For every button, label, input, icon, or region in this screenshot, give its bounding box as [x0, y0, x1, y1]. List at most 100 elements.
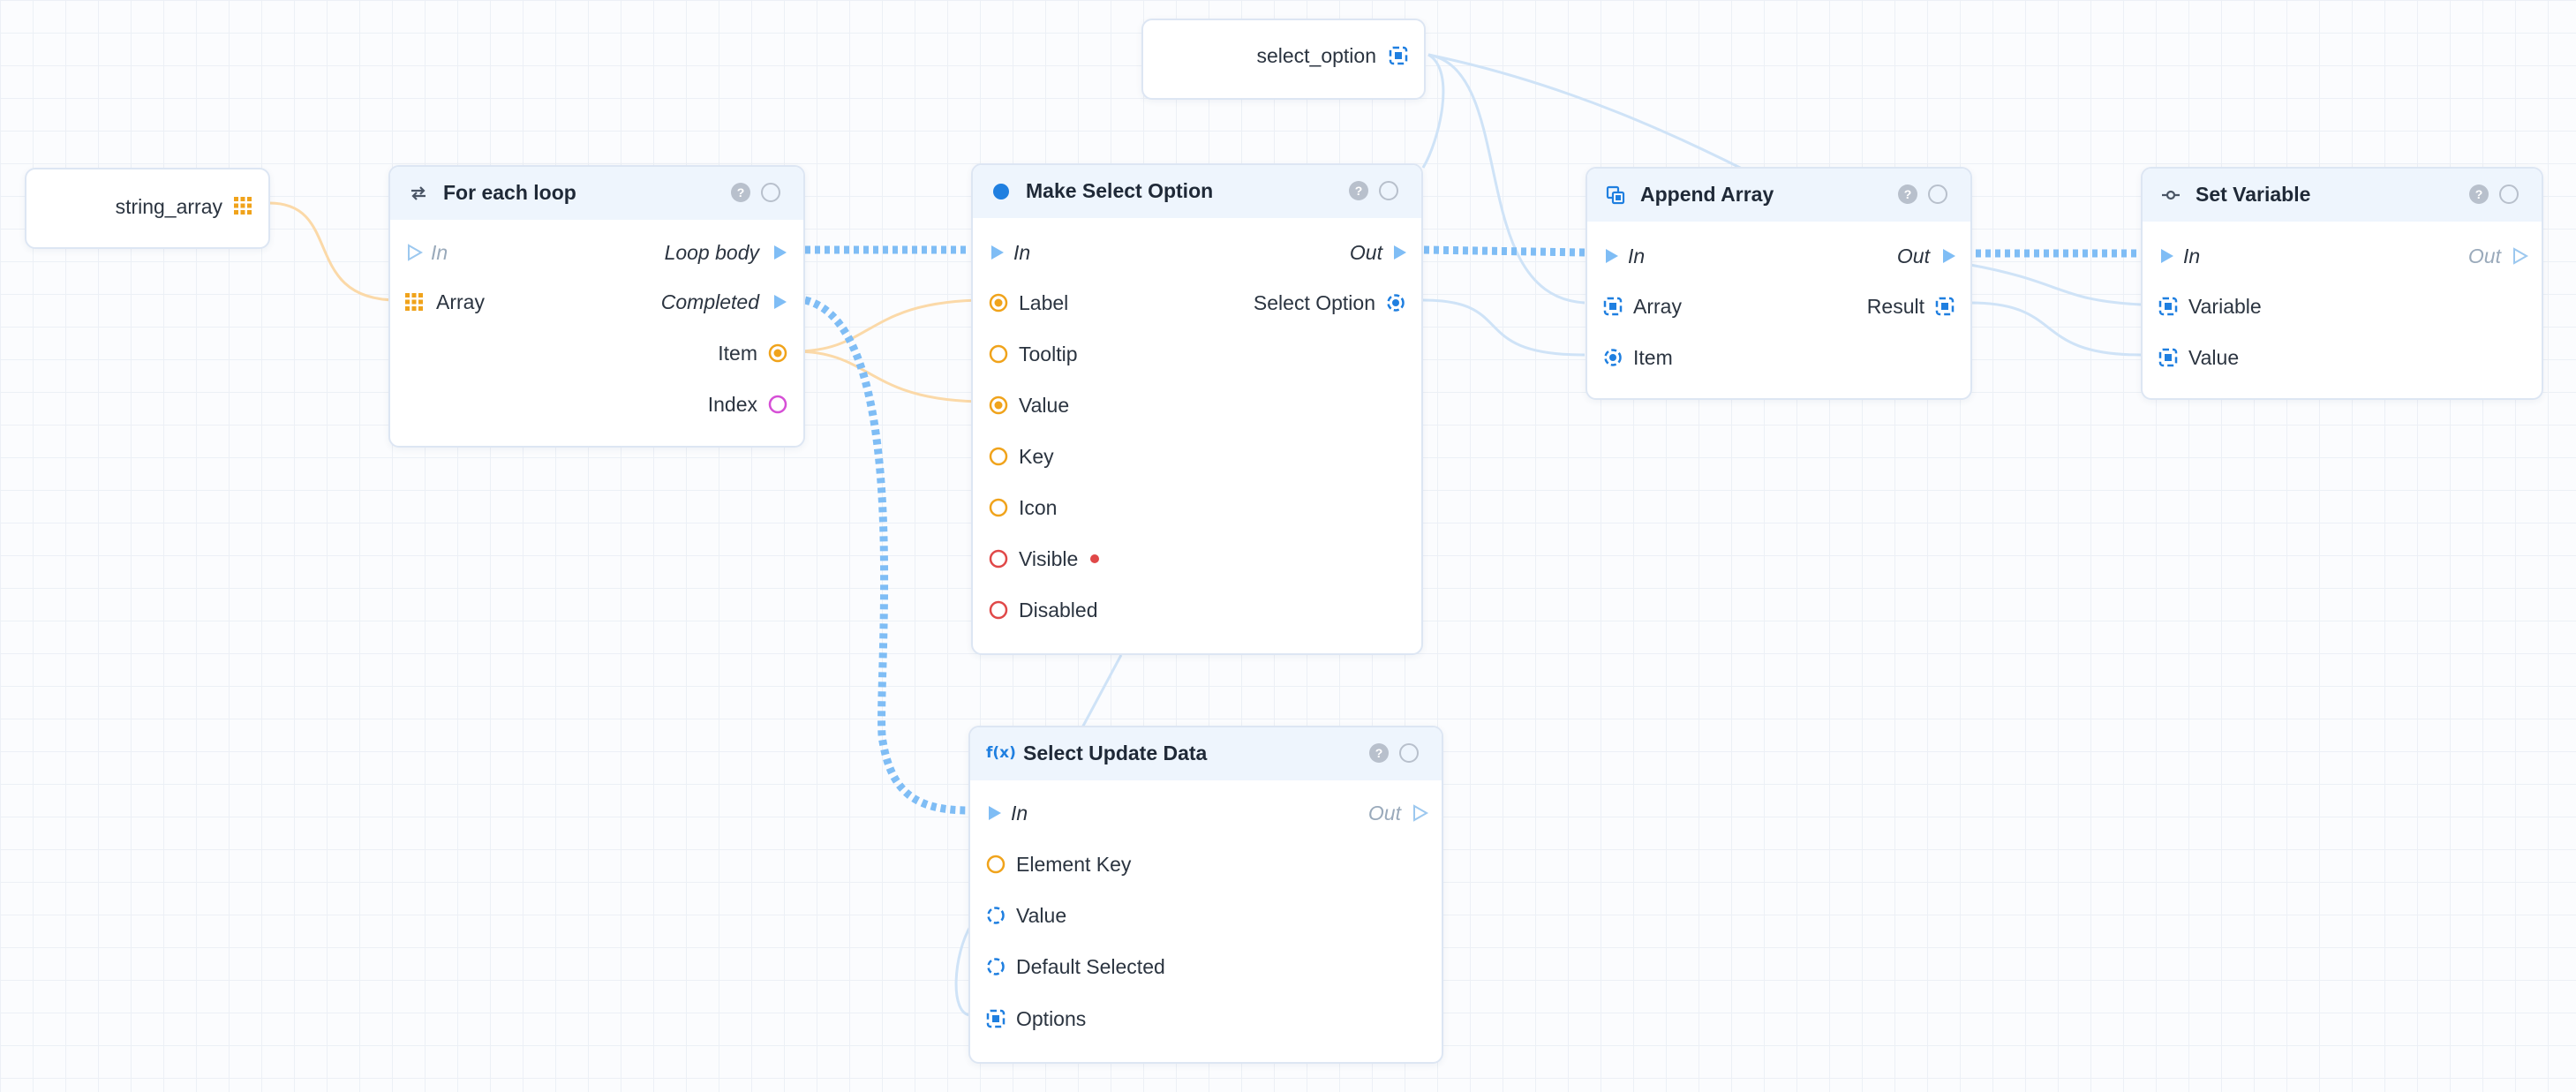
pin-label-label: Label — [1019, 291, 1069, 314]
node-header[interactable]: Append Array ? — [1587, 169, 1970, 222]
pin-label-disabled: Disabled — [1019, 599, 1098, 621]
comment-icon[interactable] — [2499, 185, 2519, 204]
node-title: For each loop — [443, 181, 576, 204]
struct-icon[interactable] — [1389, 46, 1408, 65]
pin-label-value: Value — [1016, 904, 1067, 927]
struct-array-pin-icon[interactable] — [1935, 297, 1955, 316]
exec-in-pin-icon[interactable] — [987, 243, 1006, 262]
exec-out-pin-icon[interactable] — [770, 292, 789, 312]
wire-select-option-to-append-array — [1427, 53, 1586, 305]
help-icon[interactable]: ? — [2469, 185, 2489, 204]
string-pin-icon[interactable] — [989, 498, 1008, 517]
exec-in-pin-icon[interactable] — [404, 243, 424, 262]
loop-icon — [411, 186, 426, 200]
variable-node-string-array[interactable]: string_array — [25, 168, 270, 249]
exec-in-pin-icon[interactable] — [2157, 246, 2176, 266]
pin-label-icon: Icon — [1019, 496, 1058, 519]
struct-array-pin-icon[interactable] — [2158, 297, 2178, 316]
wire-append-result-to-set-value — [1970, 301, 2142, 357]
help-icon[interactable]: ? — [1898, 185, 1917, 204]
pin-label-tooltip: Tooltip — [1019, 343, 1078, 365]
array-grid-icon[interactable] — [233, 196, 252, 215]
set-variable-icon — [2162, 190, 2180, 200]
pin-label-array: Array — [1633, 295, 1682, 318]
required-dot-icon — [1090, 554, 1099, 563]
pin-label-in: In — [431, 241, 448, 264]
string-pin-icon[interactable] — [989, 447, 1008, 466]
pin-label-in: In — [1011, 802, 1028, 825]
pin-label-value: Value — [2188, 346, 2240, 369]
function-icon: f(x) — [986, 744, 1016, 762]
pin-label-value: Value — [1019, 394, 1070, 417]
array-grid-icon[interactable] — [404, 292, 424, 312]
help-icon[interactable]: ? — [731, 183, 750, 202]
node-for-each-loop[interactable]: For each loop ? In Array Loop body Compl… — [388, 165, 805, 448]
pin-label-index: Index — [707, 393, 757, 416]
node-make-select-option[interactable]: Make Select Option ? In Out Label Select… — [971, 163, 1423, 655]
pin-label-options: Options — [1016, 1007, 1087, 1030]
pin-label-select-option: Select Option — [1253, 291, 1375, 314]
exec-in-pin-icon[interactable] — [984, 803, 1004, 823]
dot-icon — [993, 184, 1009, 200]
struct-pin-icon[interactable] — [1386, 293, 1405, 313]
node-header[interactable]: Make Select Option ? — [973, 165, 1421, 218]
pin-label-in: In — [1013, 241, 1031, 264]
node-append-array[interactable]: Append Array ? In Out Array Result Item — [1586, 167, 1972, 400]
struct-array-pin-icon[interactable] — [1603, 297, 1623, 316]
node-set-variable[interactable]: Set Variable ? In Out Variable Value — [2141, 167, 2543, 400]
struct-array-pin-icon[interactable] — [2158, 348, 2178, 367]
string-pin-icon[interactable] — [768, 343, 787, 363]
comment-icon[interactable] — [761, 183, 780, 202]
node-header[interactable]: For each loop ? — [390, 167, 803, 220]
boolean-pin-icon[interactable] — [989, 600, 1008, 620]
pin-label-completed: Completed — [660, 290, 759, 313]
pin-label-out: Out — [1349, 241, 1382, 264]
exec-out-pin-icon[interactable] — [2510, 246, 2529, 266]
exec-wire-make-select-out — [1423, 245, 1586, 257]
pin-label-in: In — [2183, 245, 2201, 267]
help-icon[interactable]: ? — [1349, 181, 1368, 200]
node-header[interactable]: Set Variable ? — [2143, 169, 2542, 222]
string-pin-icon[interactable] — [989, 344, 1008, 364]
boolean-pin-icon[interactable] — [989, 549, 1008, 569]
comment-icon[interactable] — [1928, 185, 1947, 204]
wire-item-to-value — [794, 350, 988, 403]
wire-make-select-out-to-append-item — [1422, 298, 1586, 357]
pin-label-key: Key — [1019, 445, 1054, 468]
help-icon[interactable]: ? — [1369, 743, 1389, 763]
exec-out-pin-icon[interactable] — [1410, 803, 1429, 823]
any-pin-icon[interactable] — [986, 906, 1006, 925]
struct-pin-icon[interactable] — [1603, 348, 1623, 367]
comment-icon[interactable] — [1379, 181, 1398, 200]
wire-select-option-to-make-select — [1421, 53, 1445, 169]
node-title: Append Array — [1640, 183, 1774, 206]
pin-label-out: Out — [1367, 802, 1401, 825]
exec-out-pin-icon[interactable] — [1939, 246, 1958, 266]
string-pin-icon[interactable] — [989, 293, 1008, 313]
comment-icon[interactable] — [1399, 743, 1419, 763]
pin-label-default-selected: Default Selected — [1016, 955, 1165, 978]
string-pin-icon[interactable] — [986, 855, 1006, 874]
pin-label-loop-body: Loop body — [664, 241, 759, 264]
pin-label-out: Out — [2467, 245, 2501, 267]
variable-node-select-option[interactable]: select_option — [1141, 19, 1426, 100]
struct-array-pin-icon[interactable] — [986, 1009, 1006, 1028]
pin-label-visible: Visible — [1019, 547, 1079, 570]
exec-out-pin-icon[interactable] — [770, 243, 789, 262]
append-icon — [1606, 185, 1625, 205]
pin-label-in: In — [1628, 245, 1646, 267]
node-title: Select Update Data — [1023, 742, 1208, 764]
node-select-update-data[interactable]: f(x) Select Update Data ? In Out Element… — [968, 726, 1443, 1064]
string-pin-icon[interactable] — [989, 395, 1008, 415]
pin-label-array: Array — [436, 290, 485, 313]
pin-label-result: Result — [1866, 295, 1924, 318]
exec-in-pin-icon[interactable] — [1601, 246, 1621, 266]
node-header[interactable]: f(x) Select Update Data ? — [970, 727, 1442, 780]
pin-label-element-key: Element Key — [1016, 853, 1132, 876]
any-pin-icon[interactable] — [986, 957, 1006, 976]
pin-label-item: Item — [1633, 346, 1673, 369]
integer-pin-icon[interactable] — [768, 395, 787, 414]
exec-out-pin-icon[interactable] — [1390, 243, 1409, 262]
wire-make-select-to-update — [1080, 654, 1123, 730]
exec-wire-completed-to-update — [803, 296, 970, 815]
